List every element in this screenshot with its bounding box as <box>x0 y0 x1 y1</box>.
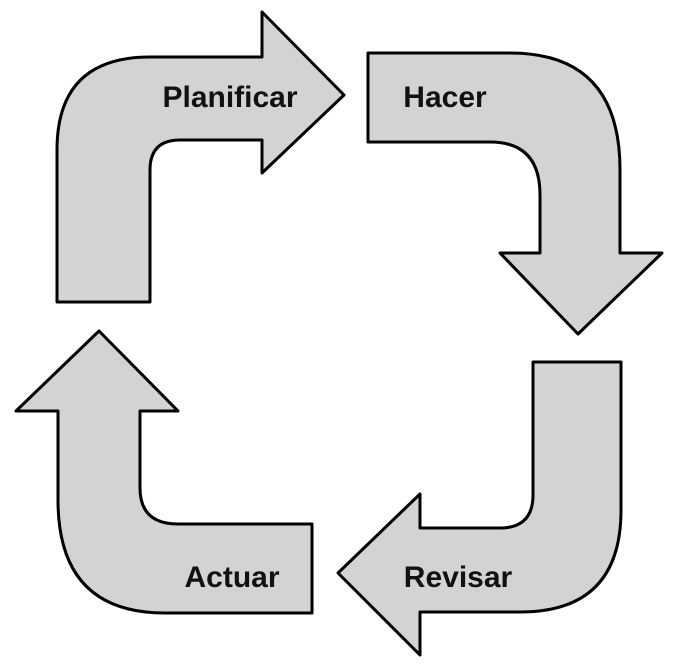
arrow-planificar-shape <box>55 10 346 304</box>
arrow-hacer: Hacer <box>366 51 664 336</box>
arrow-actuar-shape <box>14 329 314 615</box>
arrow-planificar: Planificar <box>55 10 346 304</box>
step-label-revisar: Revisar <box>404 561 513 594</box>
arrow-revisar: Revisar <box>336 360 623 657</box>
step-label-hacer: Hacer <box>403 81 487 114</box>
arrow-hacer-shape <box>366 51 664 336</box>
step-label-planificar: Planificar <box>162 81 297 114</box>
arrow-revisar-shape <box>336 360 623 657</box>
step-label-actuar: Actuar <box>184 561 279 594</box>
arrow-actuar: Actuar <box>14 329 314 615</box>
